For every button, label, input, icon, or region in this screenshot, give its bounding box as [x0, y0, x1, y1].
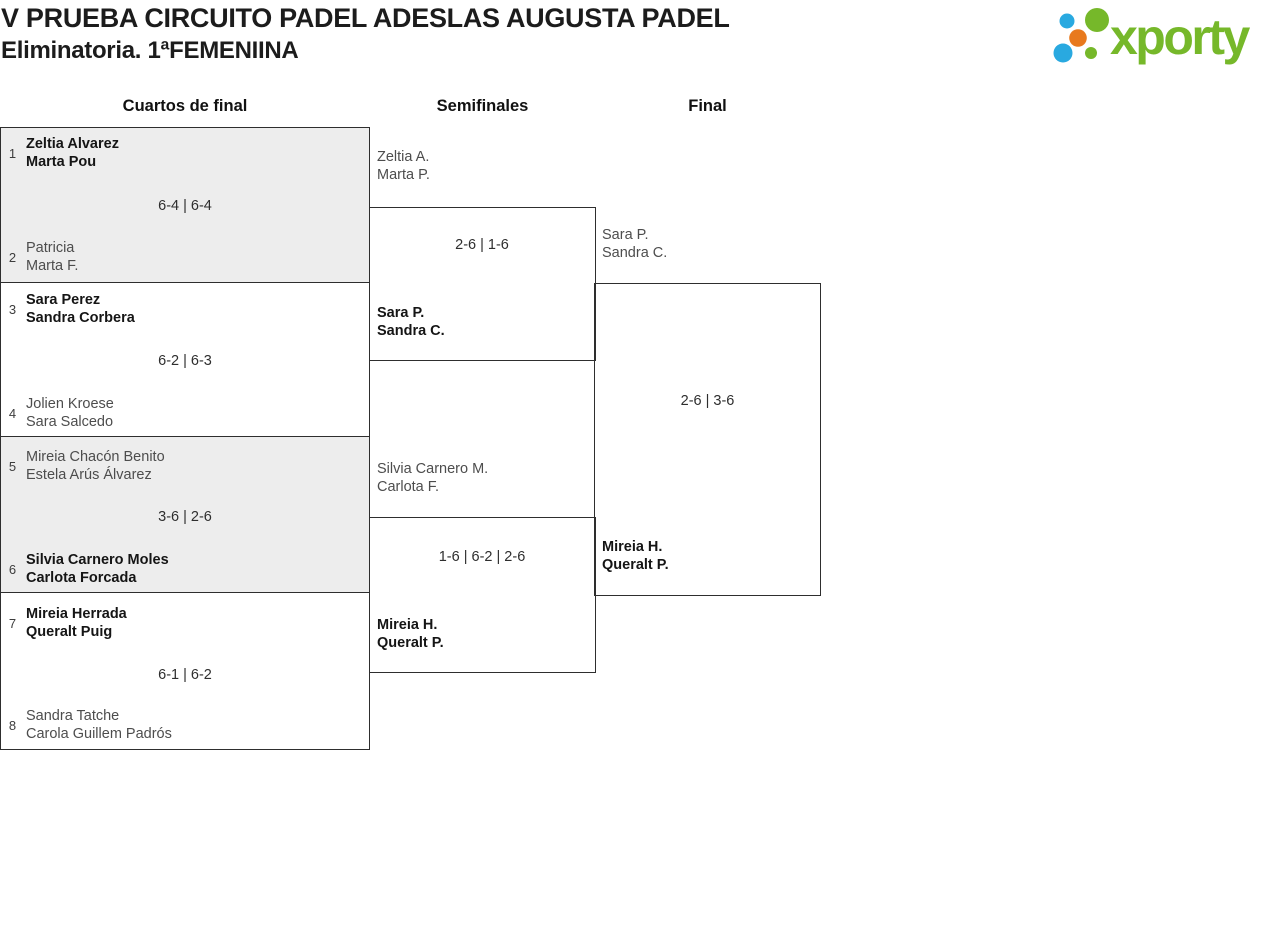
team-names: Patricia Marta F. [26, 239, 78, 275]
column-header-quarterfinals: Cuartos de final [122, 97, 248, 115]
qf-entry-seed-4: 4 Jolien Kroese Sara Salcedo [8, 395, 114, 431]
sf1-team-bottom: Sara P. Sandra C. [377, 304, 445, 340]
player-name: Jolien Kroese [26, 396, 114, 412]
player-name: Silvia Carnero Moles [26, 552, 169, 568]
qf-entry-seed-8: 8 Sandra Tatche Carola Guillem Padrós [8, 707, 172, 743]
player-name: Mireia H. [377, 617, 438, 633]
qf1-score: 6-4 | 6-4 [158, 198, 212, 214]
team-names: Jolien Kroese Sara Salcedo [26, 395, 114, 431]
qf-entry-seed-5: 5 Mireia Chacón Benito Estela Arús Álvar… [8, 448, 165, 484]
seed-number: 4 [8, 405, 17, 421]
column-header-semifinals: Semifinales [436, 97, 529, 115]
seed-number: 3 [8, 301, 17, 317]
qf-entry-seed-2: 2 Patricia Marta F. [8, 239, 79, 275]
seed-number: 5 [8, 458, 17, 474]
player-name: Marta Pou [26, 154, 97, 170]
player-name: Sandra Corbera [26, 310, 135, 326]
qf2-score: 6-2 | 6-3 [158, 353, 212, 369]
qf3-score: 3-6 | 2-6 [158, 509, 212, 525]
final-score: 2-6 | 3-6 [680, 393, 735, 409]
sf1-score: 2-6 | 1-6 [455, 237, 509, 253]
seed-number: 2 [8, 249, 17, 265]
player-name: Sara P. [602, 227, 649, 243]
final-match-box [593, 282, 821, 596]
player-name: Queralt P. [602, 557, 669, 573]
player-name: Mireia Herrada [26, 606, 127, 622]
sf2-team-top: Silvia Carnero M. Carlota F. [377, 460, 488, 496]
team-names: Silvia Carnero Moles Carlota Forcada [26, 551, 169, 587]
player-name: Patricia [26, 240, 75, 256]
sf2-team-bottom: Mireia H. Queralt P. [377, 616, 444, 652]
player-name: Mireia Chacón Benito [26, 449, 165, 465]
player-name: Queralt P. [377, 635, 444, 651]
qf4-score: 6-1 | 6-2 [158, 667, 212, 683]
qf-match-1-block [0, 127, 370, 283]
player-name: Sandra Tatche [26, 708, 120, 724]
column-header-final: Final [688, 97, 727, 115]
player-name: Marta P. [377, 167, 430, 183]
qf-entry-seed-7: 7 Mireia Herrada Queralt Puig [8, 605, 127, 641]
final-team-top: Sara P. Sandra C. [602, 226, 667, 262]
seed-number: 7 [8, 615, 17, 631]
team-names: Zeltia Alvarez Marta Pou [26, 135, 119, 171]
player-name: Carola Guillem Padrós [26, 726, 172, 742]
final-team-bottom: Mireia H. Queralt P. [602, 538, 669, 574]
sf2-score: 1-6 | 6-2 | 2-6 [438, 549, 526, 565]
team-names: Sara Perez Sandra Corbera [26, 291, 135, 327]
qf-match-2-block [0, 283, 370, 437]
player-name: Sara Salcedo [26, 414, 114, 430]
xporty-logo-text: xporty [1110, 9, 1250, 65]
page-title: V PRUEBA CIRCUITO PADEL ADESLAS AUGUSTA … [1, 3, 730, 33]
qf-match-4-block [0, 593, 370, 750]
qf-entry-seed-1: 1 Zeltia Alvarez Marta Pou [8, 135, 119, 171]
player-name: Marta F. [26, 258, 79, 274]
qf-match-3-block [0, 437, 370, 593]
seed-number: 6 [8, 561, 17, 577]
player-name: Zeltia Alvarez [26, 136, 119, 152]
player-name: Zeltia A. [377, 149, 430, 165]
team-names: Mireia Chacón Benito Estela Arús Álvarez [26, 448, 165, 484]
page-subtitle: Eliminatoria. 1ªFEMENIINA [1, 37, 299, 64]
team-names: Mireia Herrada Queralt Puig [26, 605, 127, 641]
player-name: Sandra C. [377, 323, 445, 339]
seed-number: 8 [8, 717, 17, 733]
player-name: Carlota F. [377, 479, 440, 495]
player-name: Sandra C. [602, 245, 668, 261]
sf1-team-top: Zeltia A. Marta P. [377, 148, 430, 184]
qf-entry-seed-6: 6 Silvia Carnero Moles Carlota Forcada [8, 551, 169, 587]
xporty-dots-icon [1053, 8, 1109, 63]
sf-match-1-box [368, 206, 596, 361]
player-name: Estela Arús Álvarez [26, 467, 152, 483]
qf-entry-seed-3: 3 Sara Perez Sandra Corbera [8, 291, 135, 327]
player-name: Silvia Carnero M. [377, 461, 489, 477]
team-names: Sandra Tatche Carola Guillem Padrós [26, 707, 172, 743]
xporty-logo[interactable]: xporty [1048, 2, 1278, 78]
player-name: Queralt Puig [26, 624, 113, 640]
player-name: Carlota Forcada [26, 570, 137, 586]
player-name: Sara P. [377, 305, 425, 321]
seed-number: 1 [8, 145, 17, 161]
player-name: Mireia H. [602, 539, 663, 555]
player-name: Sara Perez [26, 292, 101, 308]
